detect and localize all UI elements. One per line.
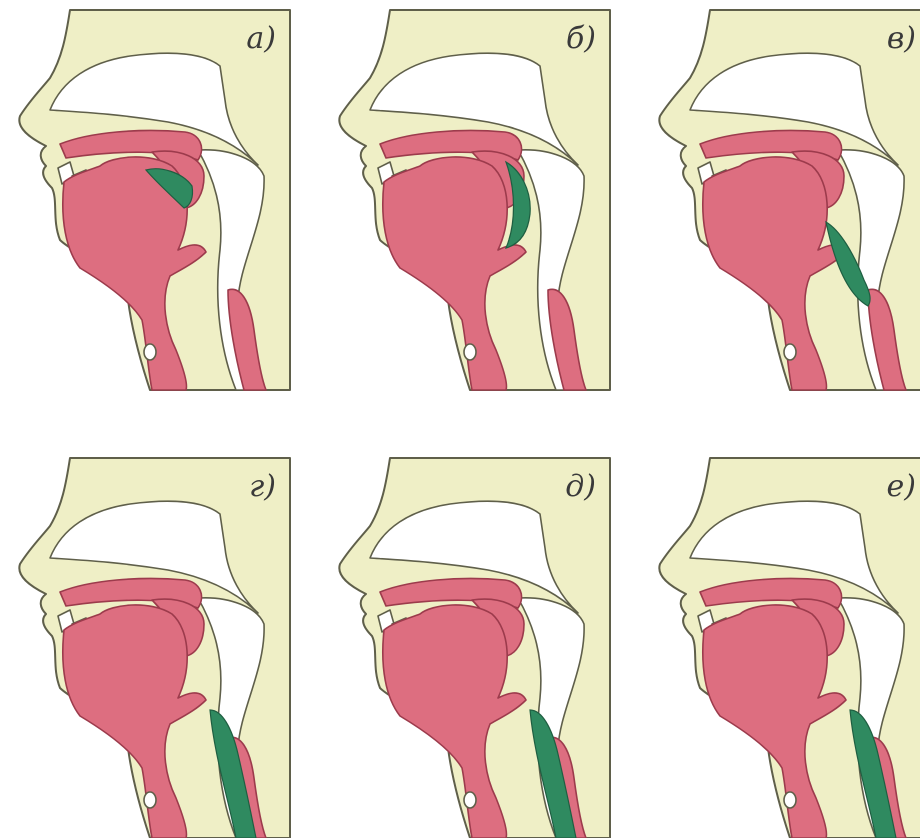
cavity <box>464 344 476 360</box>
vocal-tract-panel: д) <box>339 458 610 838</box>
vocal-tract-panel: г) <box>19 458 290 838</box>
vocal-tract-panel: е) <box>659 458 920 838</box>
cavity <box>144 344 156 360</box>
panel-label: д) <box>565 469 596 504</box>
panel-label: б) <box>566 21 596 56</box>
panel-label: е) <box>887 469 916 504</box>
cavity <box>464 792 476 808</box>
cavity <box>784 792 796 808</box>
panel-label: а) <box>246 21 276 56</box>
vocal-tract-panel: а) <box>19 10 290 390</box>
panel-label: г) <box>249 469 276 504</box>
vocal-tract-panel: б) <box>339 10 610 390</box>
vocal-tract-panel: в) <box>659 10 920 390</box>
panel-label: в) <box>887 21 916 56</box>
cavity <box>144 792 156 808</box>
cavity <box>784 344 796 360</box>
